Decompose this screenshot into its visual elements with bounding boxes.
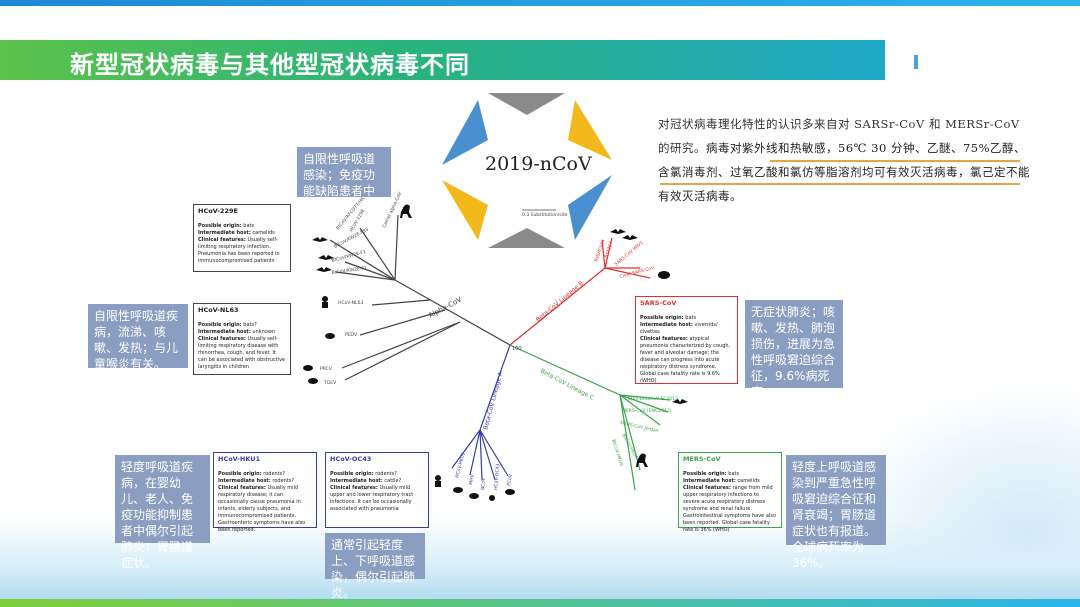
leaf-label: TGEV: [323, 380, 337, 386]
leaf-label: RsSHC014: [593, 238, 607, 262]
box-title: HCoV-OC43: [330, 455, 372, 463]
leaf-label: Rs3367: [603, 241, 614, 259]
leaf-label: SARS-CoV WIV1: [613, 240, 644, 268]
box-title: HCoV-NL63: [198, 306, 239, 314]
pig-icon: [303, 365, 313, 371]
leaf-label: BCoV: [480, 477, 487, 490]
leaf-label: PRCV: [320, 366, 333, 372]
top-stripe: [0, 0, 1080, 6]
beta-c-label: Beta-CoV Lineage C: [539, 368, 595, 402]
title-bar: 新型冠状病毒与其他型冠状病毒不同: [0, 40, 885, 80]
leaf-label: PEDV: [345, 332, 358, 338]
paragraph-part-a: 对冠状病毒理化特性的认识多来自对 SARSr-CoV 和 MERSr-CoV 的…: [658, 117, 1020, 155]
bat-icon: [318, 255, 334, 260]
star-point-top-left: [442, 100, 488, 165]
paragraph-part-b: 病毒对紫外线和热敏感，56℃ 30 分钟、乙醚、75%乙醇、含氯消毒剂、过氧乙酸…: [658, 141, 1030, 203]
note-sars: 无症状肺炎；咳嗽、发热、肺泡损伤，进展为急性呼吸窘迫综合征，9.6%病死率。: [745, 300, 843, 399]
alpha-branch: [329, 214, 511, 381]
slide-title: 新型冠状病毒与其他型冠状病毒不同: [70, 51, 470, 79]
leaf-label: HCoV-NL63: [338, 300, 363, 306]
note-hku1: 轻度呼吸道疾病，在婴幼儿、老人、免疫功能抑制患者中偶尔引起肺炎；胃肠道症状。: [115, 455, 210, 570]
star-point-top-right: [568, 100, 612, 160]
info-box-mers-cov: MERS-CoV Possible origin: bats Intermedi…: [678, 452, 782, 533]
bootstrap-label: 100: [512, 346, 522, 352]
title-deco-dash: [914, 55, 918, 69]
leaf-label: HCoV-OC43: [493, 463, 501, 490]
center-label: 2019-nCoV: [485, 153, 592, 175]
star-point-bottom-right: [568, 175, 612, 240]
highlight-underline: [770, 160, 1020, 162]
bat-icon: [316, 267, 332, 272]
info-box-sars-cov: SARS-CoV Possible origin: bats Intermedi…: [635, 296, 738, 384]
beta-a-branch: [451, 344, 511, 481]
leaf-label: BtVs-BetaCoV-SC2013: [628, 396, 678, 402]
hexagon-star: 0.3 Substitution/site 2019-nCoV: [442, 93, 612, 248]
pig-icon: [308, 378, 318, 384]
beta-a-label: Beta-CoV Lineage A: [482, 370, 504, 430]
scale-label: 0.3 Substitution/site: [522, 212, 568, 218]
leaf-label: MHV: [468, 473, 476, 485]
bottom-stripe: [0, 599, 1080, 607]
box-title: HCoV-HKU1: [218, 455, 261, 463]
leaf-label: HCoV-HKU1: [454, 452, 467, 479]
info-box-hcov-229e: HCoV-229E Possible origin: bats Intermed…: [193, 204, 291, 272]
note-oc43: 通常引起轻度上、下呼吸道感染，偶尔引起肺炎。: [325, 533, 425, 600]
leaf-label: BtCoV/KW2E-F1: [331, 265, 367, 276]
star-point-bottom: [488, 228, 565, 248]
note-229e: 自限性呼吸道感染；免疫功能缺陷患者中出现肺炎: [297, 147, 391, 214]
leaf-label: ECoV: [506, 473, 514, 487]
box-title: HCoV-229E: [198, 207, 238, 215]
bat-icon: [622, 235, 638, 240]
bat-icon: [672, 399, 688, 404]
person-icon: [322, 302, 328, 308]
info-box-hcov-hku1: HCoV-HKU1 Possible origin: rodents? Inte…: [213, 452, 317, 533]
person-icon: [322, 296, 328, 302]
mouse-icon: [453, 487, 463, 493]
info-box-hcov-nl63: HCoV-NL63 Possible origin: bats? Interme…: [193, 303, 291, 375]
box-title: SARS-CoV: [640, 299, 677, 307]
note-nl63: 自限性呼吸道疾病，流涕、咳嗽、发热；与儿童喉炎有关。: [88, 304, 188, 371]
person-icon: [435, 481, 441, 487]
beta-b-label: Beta-CoV Lineage B: [535, 280, 585, 324]
info-box-hcov-oc43: HCoV-OC43 Possible origin: rodents? Inte…: [325, 452, 429, 528]
civet-icon: [658, 271, 670, 279]
person-icon: [435, 475, 441, 481]
beta-c-branch: [509, 344, 671, 491]
box-title: MERS-CoV: [683, 455, 721, 463]
note-mers: 轻度上呼吸道感染到严重急性呼吸窘迫综合征和肾衰竭；胃肠道症状也有报道。全球病死率…: [786, 455, 886, 570]
star-point-top: [488, 93, 565, 115]
bat-icon: [312, 237, 328, 242]
person-icon: [489, 495, 495, 501]
host-silhouettes: [303, 204, 688, 501]
highlight-underline: [660, 183, 1020, 185]
leaf-label: BtCoV-HKU5: [610, 439, 624, 467]
beta-b-leaves: RsSHC014 Rs3367 SARS-CoV WIV1 Civet SARS…: [593, 238, 656, 279]
horse-icon: [505, 489, 515, 495]
star-point-bottom-left: [442, 180, 488, 240]
bat-icon: [610, 229, 626, 234]
cow-icon: [469, 493, 479, 499]
leaf-label: MERS-CoV (EMC2012): [622, 408, 672, 414]
pig-icon: [325, 333, 335, 339]
camel-icon: [400, 204, 412, 218]
camel-icon: [636, 453, 648, 467]
description-paragraph: 对冠状病毒理化特性的认识多来自对 SARSr-CoV 和 MERSr-CoV 的…: [658, 112, 1030, 208]
beta-b-branch: [509, 237, 651, 346]
